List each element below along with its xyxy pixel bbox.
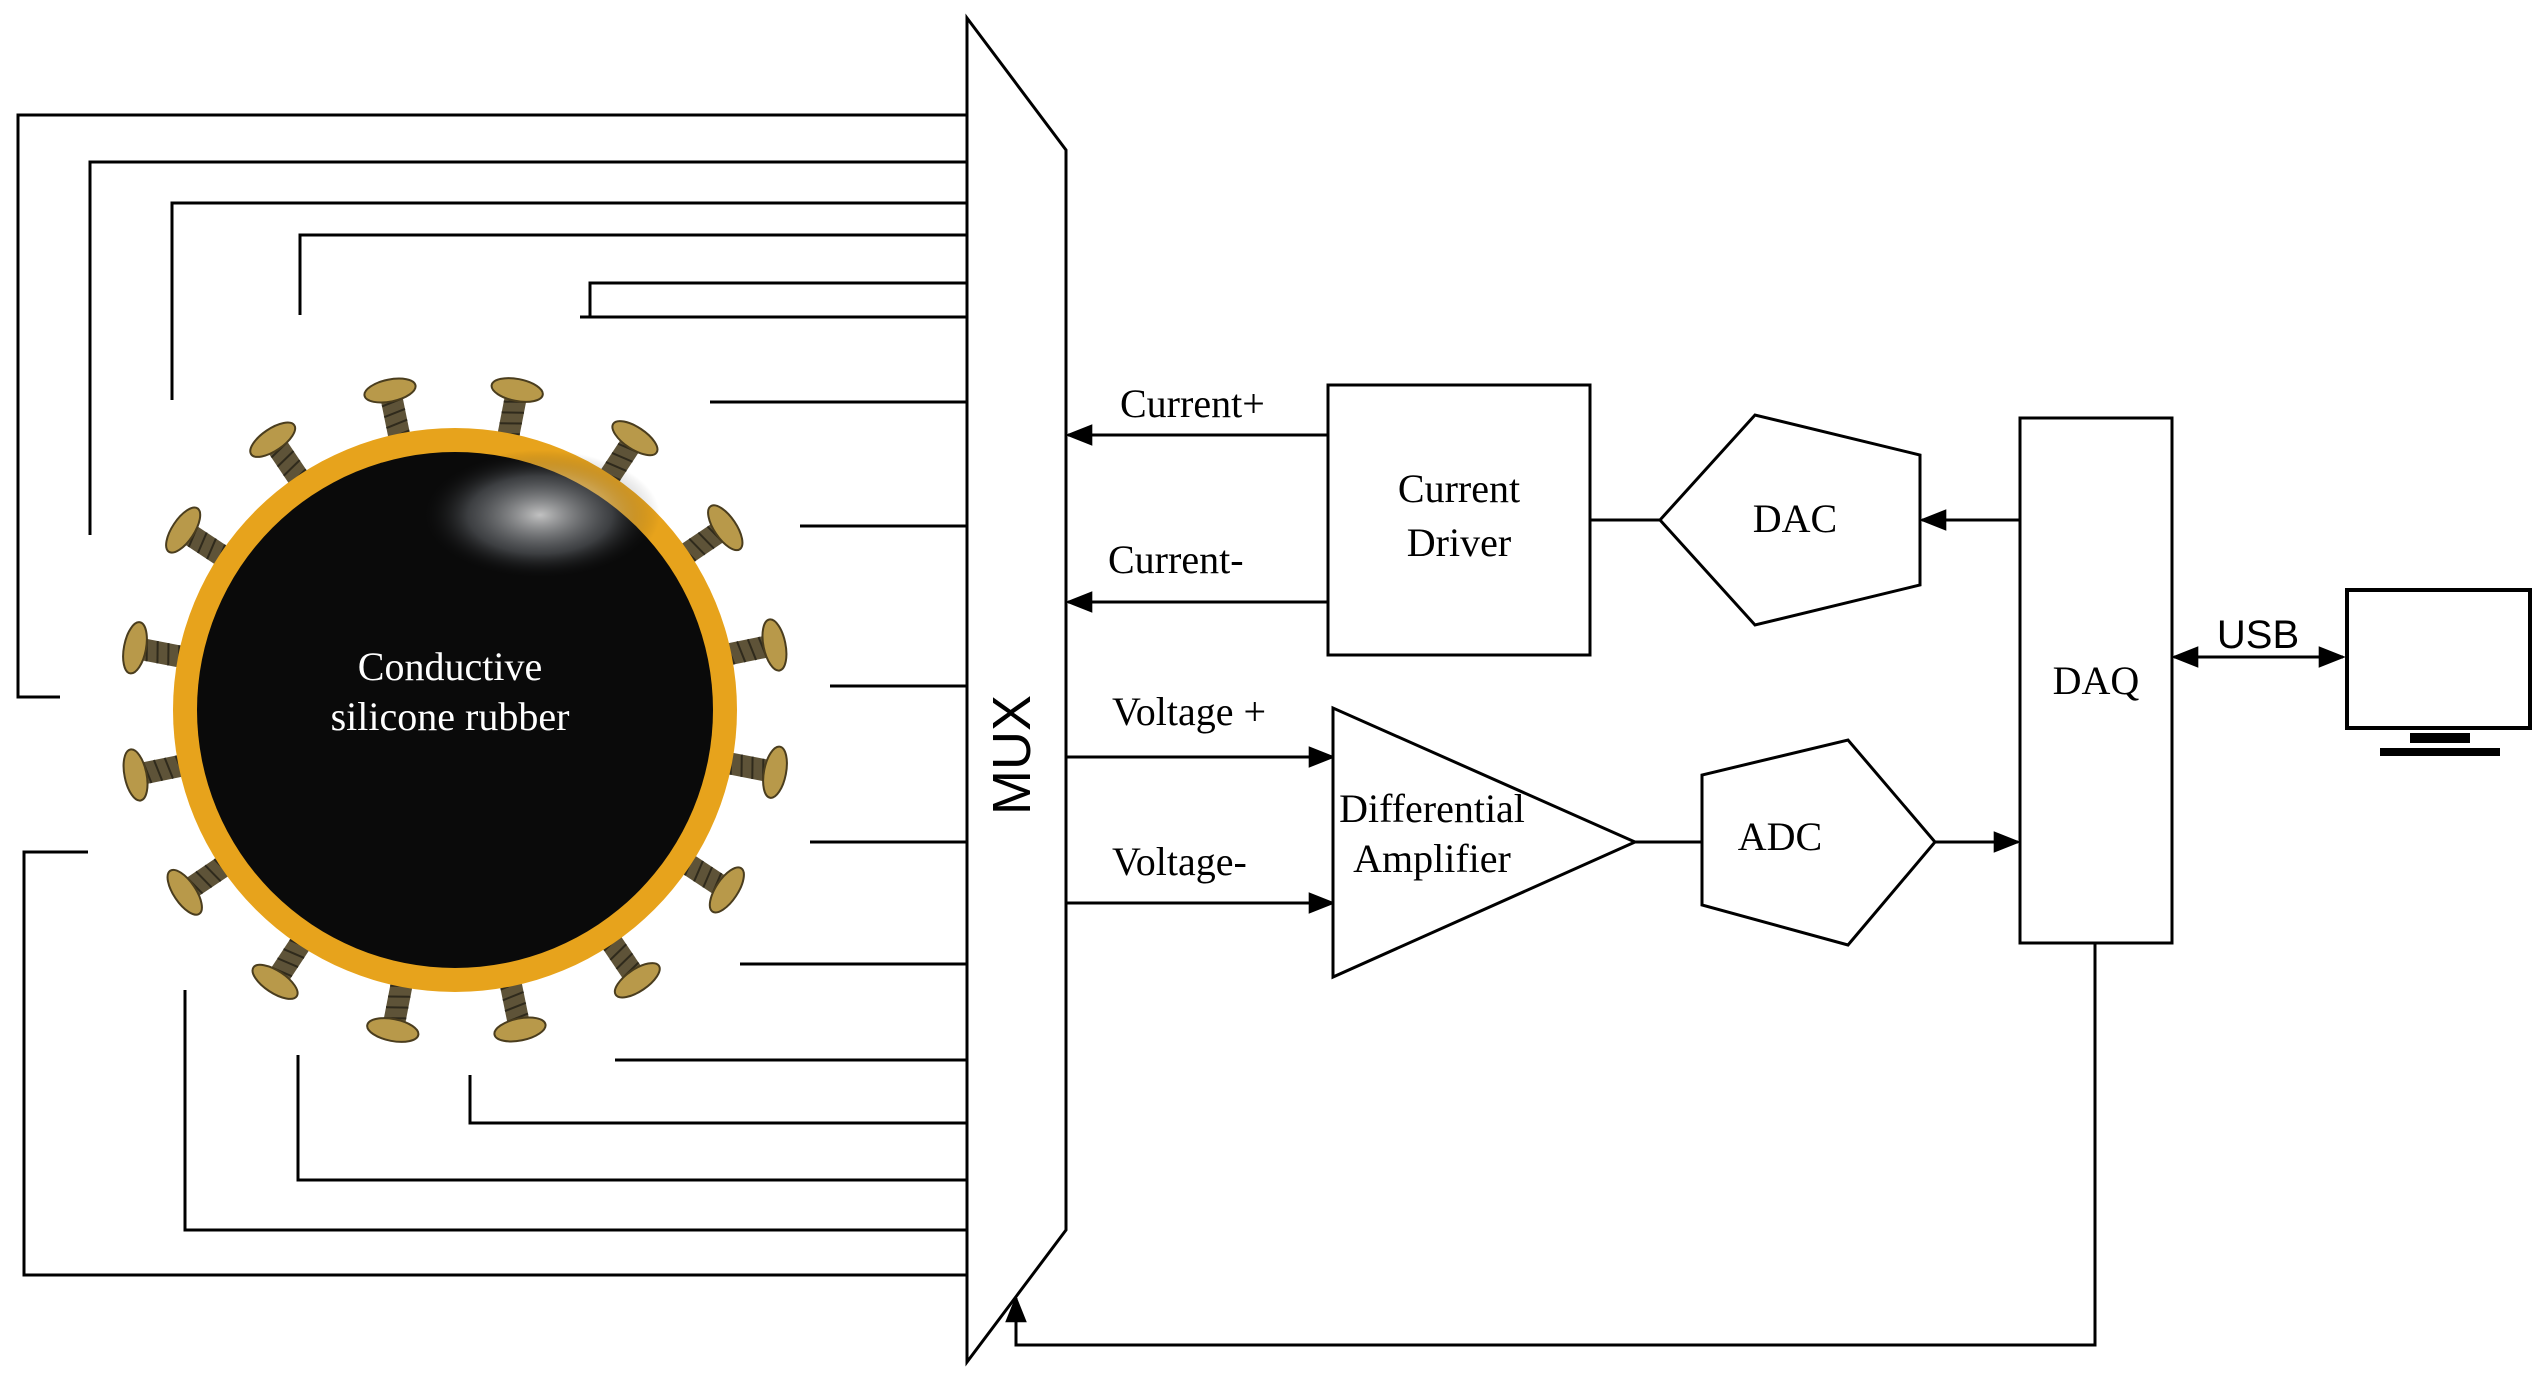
wire-e3 — [170, 201, 967, 400]
adc-block: ADC — [1700, 738, 1937, 947]
wire-e16 — [22, 850, 967, 1277]
usb-label: USB — [2217, 613, 2299, 657]
dac-label: DAC — [1753, 496, 1837, 541]
daq-label: DAQ — [2053, 658, 2140, 703]
wire-e5 — [588, 281, 967, 316]
wire-e2 — [88, 160, 967, 535]
dac-block: DAC — [1657, 413, 1922, 627]
monitor-icon — [2345, 588, 2532, 756]
current-driver-block: Current Driver — [1326, 383, 1592, 657]
daq-mux-control-line — [1005, 943, 2097, 1347]
diff-amp-label-line1: Differential — [1339, 786, 1525, 831]
mux-label: MUX — [982, 695, 1042, 815]
adc-label: ADC — [1738, 814, 1822, 859]
sensor-disc: Conductive silicone rubber — [122, 377, 788, 1043]
sensor-glare — [420, 450, 660, 580]
wire-e13 — [468, 1075, 967, 1125]
mux-block: MUX — [965, 13, 1068, 1367]
current-plus-label: Current+ — [1120, 381, 1265, 426]
daq-block: DAQ — [2018, 416, 2174, 945]
wire-e14 — [296, 1055, 967, 1182]
wire-e4 — [298, 233, 967, 315]
current-minus-label: Current- — [1108, 537, 1244, 582]
wire-e15 — [183, 990, 967, 1232]
voltage-minus-label: Voltage- — [1112, 839, 1247, 884]
current-driver-label-line1: Current — [1398, 466, 1520, 511]
wire-e1 — [16, 113, 967, 699]
current-driver-label-line2: Driver — [1407, 520, 1511, 565]
sensor-label-line1: Conductive — [358, 644, 542, 689]
diff-amp-label-line2: Amplifier — [1353, 836, 1511, 881]
differential-amplifier-block: Differential Amplifier — [1331, 705, 1639, 980]
sensor-rubber — [197, 452, 713, 968]
sensor-label-line2: silicone rubber — [331, 694, 570, 739]
voltage-plus-label: Voltage + — [1112, 689, 1266, 734]
electrode-wires — [16, 113, 967, 1277]
